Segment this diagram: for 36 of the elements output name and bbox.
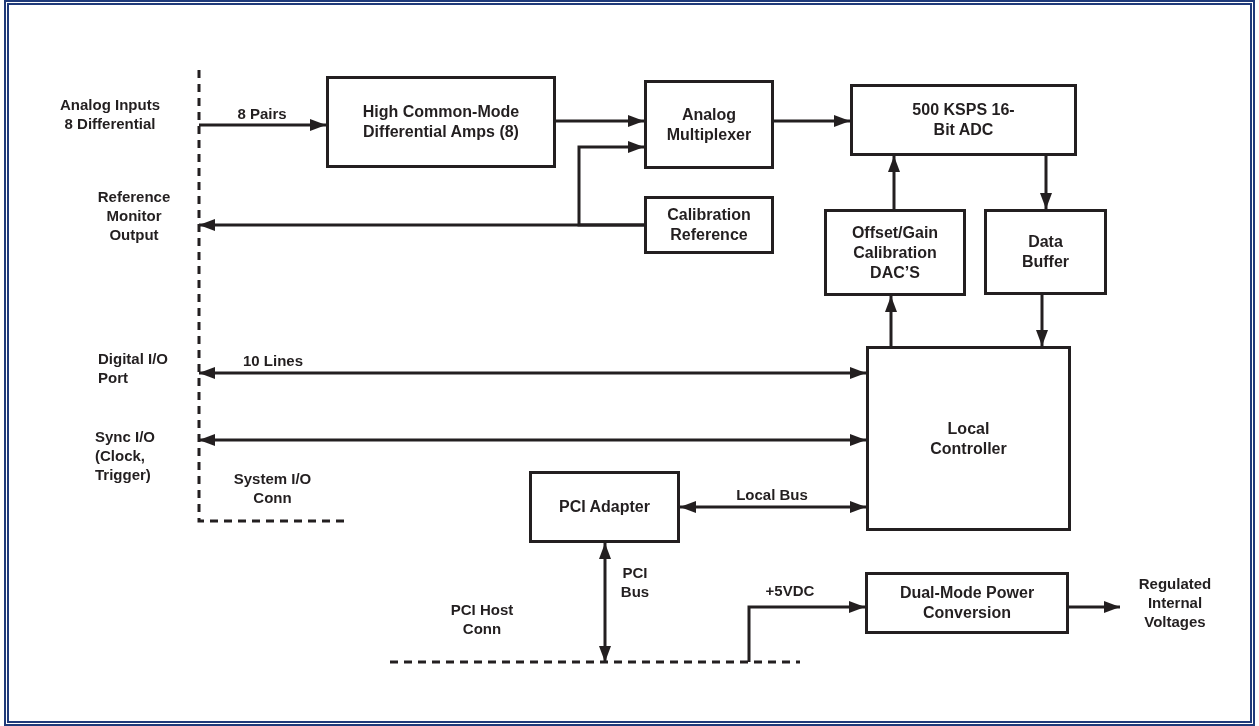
edge-label: PCI Bus (619, 564, 651, 602)
process-box: Analog Multiplexer (644, 80, 774, 169)
process-box: High Common-Mode Differential Amps (8) (326, 76, 556, 168)
arrow (199, 119, 326, 131)
edge-label: +5VDC (764, 582, 816, 601)
edge-label: 10 Lines (242, 352, 304, 371)
arrow (1040, 156, 1052, 209)
arrow (774, 115, 850, 127)
arrow (680, 501, 866, 513)
port-label: Digital I/O Port (98, 350, 199, 388)
process-box: Dual-Mode Power Conversion (865, 572, 1069, 634)
port-label: Sync I/O (Clock, Trigger) (95, 428, 199, 485)
port-label: Regulated Internal Voltages (1120, 575, 1230, 632)
process-box: Local Controller (866, 346, 1071, 531)
process-box: 500 KSPS 16-Bit ADC (850, 84, 1077, 156)
connector-label: PCI Host Conn (449, 601, 515, 639)
process-box: Calibration Reference (644, 196, 774, 254)
process-box: PCI Adapter (529, 471, 680, 543)
arrow (556, 115, 644, 127)
arrow (1069, 601, 1120, 613)
arrow (1036, 295, 1048, 346)
arrow (199, 219, 644, 231)
arrow (199, 434, 866, 446)
arrow (599, 543, 611, 662)
process-box: Offset/Gain Calibration DAC’S (824, 209, 966, 296)
arrow (885, 296, 897, 346)
edge-label: 8 Pairs (236, 105, 288, 124)
edge-label: Local Bus (735, 486, 809, 505)
arrow (577, 141, 644, 227)
arrow (747, 601, 865, 662)
arrow (199, 367, 866, 379)
arrow (888, 156, 900, 209)
port-label: Reference Monitor Output (84, 188, 199, 245)
process-box: Data Buffer (984, 209, 1107, 295)
port-label: Analog Inputs 8 Differential (57, 96, 199, 134)
connector-label: System I/O Conn (232, 470, 313, 508)
